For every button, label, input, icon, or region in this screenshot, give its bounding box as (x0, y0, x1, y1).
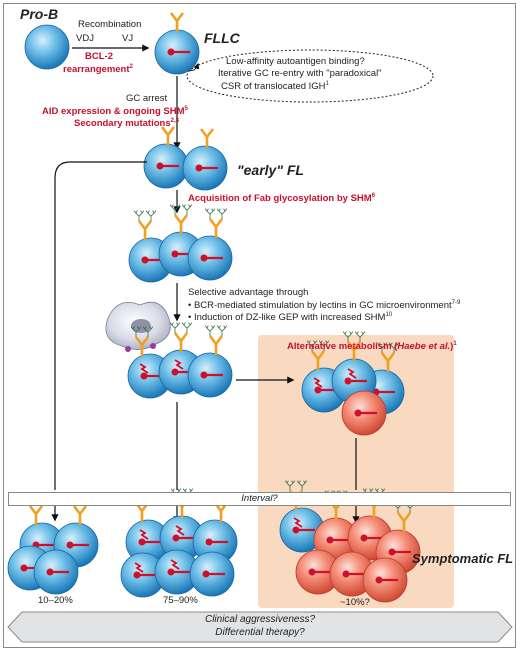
bottom-arrow-text: Clinical aggressiveness? Differential th… (0, 613, 520, 639)
loop-text-1: Low-affinity autoantigen binding? (226, 56, 365, 67)
clinical-aggressiveness: Clinical aggressiveness? (204, 614, 316, 625)
gc-reentry-loop (186, 49, 434, 103)
bcl2-label: BCL-2 (85, 51, 113, 62)
pro-b-cell (24, 24, 70, 70)
symptomatic-fl-label: Symptomatic FL (412, 551, 514, 566)
bullet-lectin: • BCR-mediated stimulation by lectins in… (188, 300, 461, 312)
pct-10-20: 10–20% (38, 595, 73, 606)
glycosylation-label: Acquisition of Fab glycosylation by SHM6 (188, 193, 376, 205)
bottom-gradient-arrow (7, 611, 513, 643)
alt-metabolism-label: Alternative metabolism (Haebe et al.)1 (287, 341, 457, 353)
early-fl-cells (143, 125, 228, 191)
aid-label: AID expression & ongoing SHM5 (42, 106, 188, 118)
early-fl-label: "early" FL (237, 162, 304, 178)
fllc-label: FLLC (204, 30, 240, 46)
fllc-cell (154, 11, 200, 75)
loop-text-2: Iterative GC re-entry with "paradoxical" (218, 68, 382, 79)
secondary-mutations-label: Secondary mutations2,3 (74, 118, 179, 130)
selective-advantage-label: Selective advantage through (188, 287, 309, 298)
differential-therapy: Differential therapy? (215, 627, 305, 638)
glycosylated-cells (128, 205, 233, 283)
bullet-dz-gep: • Induction of DZ-like GEP with increase… (188, 312, 393, 324)
left-branch-line (54, 161, 147, 490)
vdj-label: VDJ (76, 33, 94, 44)
rearrangement-label: rearrangement2 (63, 64, 133, 76)
recombination-label: Recombination (78, 19, 142, 30)
lectin-presenting-cell (105, 301, 171, 352)
interval-bar: Interval? (8, 492, 511, 506)
pct-10: ~10%? (340, 597, 370, 608)
loop-text-3: CSR of translocated IGH1 (221, 81, 329, 93)
vj-label: VJ (122, 33, 134, 44)
gc-arrest-label: GC arrest (126, 93, 168, 104)
cluster-10-20 (7, 504, 99, 595)
pro-b-label: Pro-B (20, 6, 59, 22)
figure-frame (3, 3, 516, 648)
pct-75-90: 75–90% (163, 595, 198, 606)
